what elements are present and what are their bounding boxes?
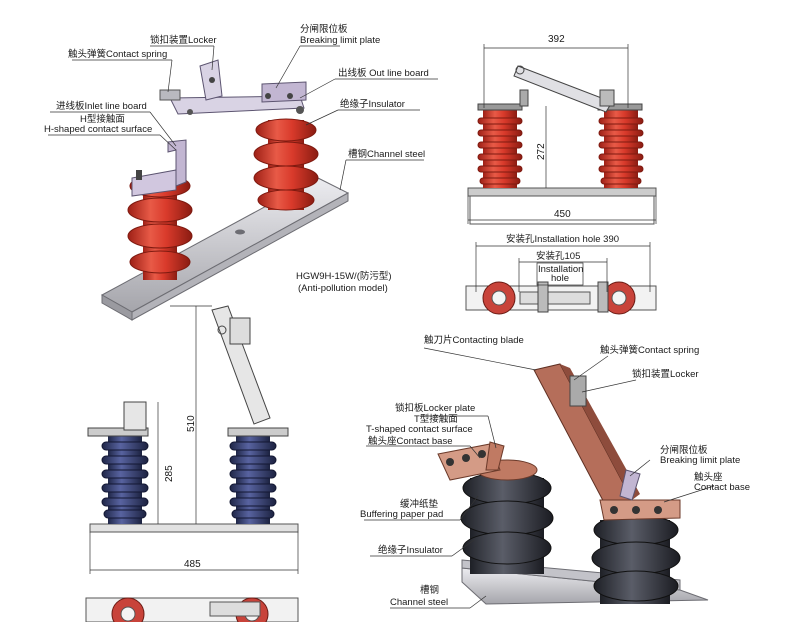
dim-510: 510 — [186, 415, 197, 432]
label-contact-base-r-cn: 触头座 — [694, 472, 723, 483]
dim-450: 450 — [554, 209, 571, 220]
label-out-line-board: 出线板 Out line board — [338, 68, 429, 79]
label-breaking-limit-plate-br-cn: 分闸限位板 — [660, 445, 708, 456]
dim-485: 485 — [184, 559, 201, 570]
label-buffer-en: Buffering paper pad — [360, 509, 444, 520]
tr-insulator-right — [598, 110, 644, 188]
label-h-contact-cn: H型接触面 — [80, 114, 125, 125]
label-channel-steel-br-cn: 槽钢 — [420, 585, 440, 596]
label-breaking-limit-plate-br-en: Breaking limit plate — [660, 455, 741, 466]
label-contact-base-r-en: Contact base — [694, 482, 750, 493]
label-insulator-br: 绝缘子Insulator — [378, 545, 443, 556]
tl-insulator-left — [127, 174, 193, 280]
tr-plan-wheel-left — [482, 281, 516, 315]
tl-insulator-right — [253, 118, 319, 211]
br-model — [437, 363, 709, 605]
tr-plan-wheel-right — [602, 281, 636, 315]
label-install-hole-105: 安装孔105 — [536, 251, 581, 262]
label-model-name: HGW9H-15W/(防污型) — [296, 271, 392, 282]
label-install-hole-en-2: hole — [551, 273, 569, 284]
label-contacting-blade: 触刀片Contacting blade — [424, 335, 524, 346]
br-insulator-right — [591, 514, 681, 604]
label-t-contact-en: T-shaped contact surface — [366, 424, 473, 435]
label-h-contact-en: H-shaped contact surface — [44, 124, 153, 135]
tl-model — [100, 59, 350, 321]
label-locker-br: 锁扣装置Locker — [632, 369, 699, 380]
label-breaking-limit-plate-tl-en: Breaking limit plate — [300, 35, 381, 46]
label-t-contact-cn: T型接触面 — [414, 414, 458, 425]
bl-insulator-left — [101, 432, 149, 524]
bl-drawing — [85, 305, 299, 627]
label-inlet-line-board: 进线板Inlet line board — [56, 101, 147, 112]
label-locker-plate: 锁扣板Locker plate — [395, 403, 476, 414]
br-insulator-left — [460, 459, 554, 574]
label-install-hole-390: 安装孔Installation hole 390 — [506, 234, 620, 245]
label-insulator-tl: 绝缘子Insulator — [340, 99, 405, 110]
dim-272: 272 — [536, 143, 547, 160]
tr-insulator-left — [477, 110, 523, 188]
dim-392: 392 — [548, 34, 565, 45]
label-buffer-cn: 缓冲纸垫 — [400, 499, 439, 510]
label-channel-steel-tl: 槽钢Channel steel — [348, 149, 426, 160]
label-contact-spring-tl: 触头弹簧Contact spring — [68, 49, 168, 60]
label-breaking-limit-plate-tl-cn: 分闸限位板 — [300, 24, 348, 35]
dim-285: 285 — [164, 465, 175, 482]
label-locker-tl: 锁扣装置Locker — [150, 35, 217, 46]
label-contact-base-l: 触头座Contact base — [368, 436, 453, 447]
label-install-hole-en-1: Installation — [538, 264, 584, 275]
br-leaders — [364, 347, 715, 609]
tr-drawing — [465, 44, 657, 315]
bl-insulator-right — [229, 432, 277, 524]
label-channel-steel-br-en: Channel steel — [390, 597, 449, 608]
label-model-desc: (Anti-pollution model) — [298, 283, 388, 294]
tl-leaders — [48, 45, 438, 191]
label-contact-spring-br: 触头弹簧Contact spring — [600, 345, 700, 356]
